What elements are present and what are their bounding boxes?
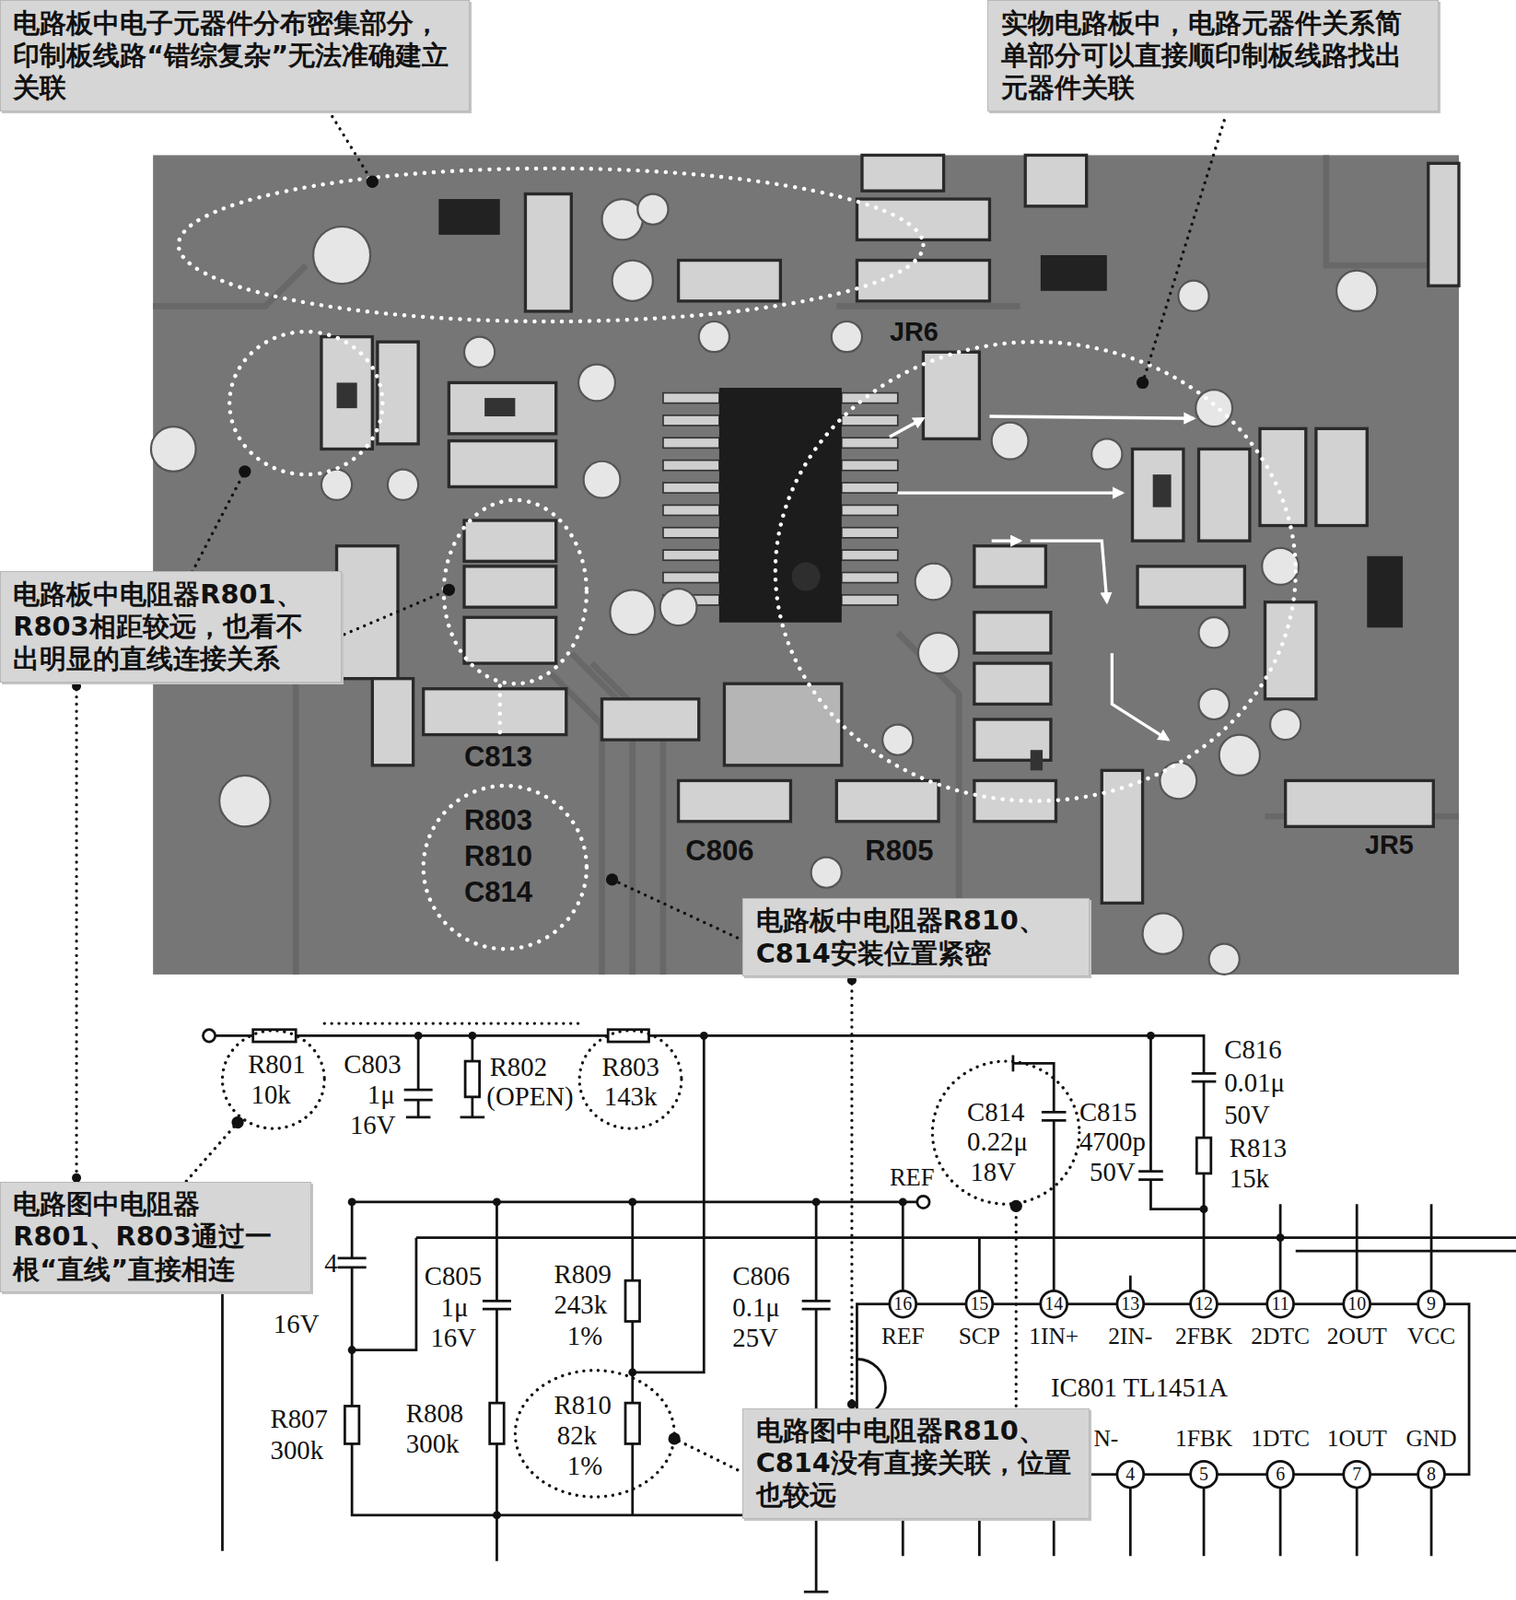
silkscreen-label: C813 bbox=[464, 742, 533, 771]
part-label: VCC bbox=[1407, 1324, 1456, 1348]
part-label: 2OUT bbox=[1327, 1324, 1388, 1348]
part-label: 0.01μ bbox=[1224, 1069, 1285, 1097]
part-label: C805 bbox=[424, 1262, 482, 1290]
silkscreen-label: JR6 bbox=[889, 318, 939, 346]
pin-number: 8 bbox=[1426, 1465, 1436, 1484]
pin-number: 13 bbox=[1120, 1294, 1140, 1314]
part-label: 0.1μ bbox=[732, 1294, 780, 1321]
dotted-connector bbox=[71, 681, 82, 1183]
part-label: 1IN+ bbox=[1028, 1324, 1079, 1348]
pin-number: 9 bbox=[1426, 1294, 1436, 1314]
pin-number: 12 bbox=[1194, 1294, 1213, 1314]
part-label: R810 bbox=[553, 1391, 611, 1419]
part-label: R803 bbox=[602, 1053, 660, 1081]
part-label: 82k bbox=[557, 1422, 597, 1449]
part-label: 50V bbox=[1089, 1158, 1136, 1186]
part-label: C806 bbox=[732, 1262, 790, 1290]
callout-box: 电路板中电子元器件分布密集部分，印制板线路“错综复杂”无法准确建立关联 bbox=[0, 0, 470, 112]
part-label: 143k bbox=[604, 1083, 658, 1110]
part-label: GND bbox=[1405, 1426, 1457, 1450]
part-label: 1DTC bbox=[1250, 1426, 1310, 1450]
part-label: 243k bbox=[553, 1291, 607, 1318]
callout-box: 实物电路板中，电路元器件关系简单部分可以直接顺印制板线路找出元器件关联 bbox=[987, 0, 1439, 112]
part-label: C814 bbox=[967, 1098, 1025, 1126]
callout-text: 电路图中电阻器R810、C814没有直接关联，位置也较远 bbox=[756, 1414, 1077, 1512]
part-label: (OPEN) bbox=[486, 1083, 573, 1110]
part-label: 50V bbox=[1224, 1101, 1271, 1129]
part-label: C803 bbox=[343, 1050, 401, 1078]
part-label: 1% bbox=[567, 1452, 603, 1480]
part-label: R801 bbox=[247, 1050, 305, 1078]
silkscreen-label: JR5 bbox=[1364, 831, 1414, 859]
part-label: 16V bbox=[349, 1111, 397, 1139]
part-label: C815 bbox=[1079, 1098, 1137, 1126]
callout-box: 电路图中电阻器R801、R803通过一根“直线”直接相连 bbox=[0, 1181, 312, 1294]
part-label: 18V bbox=[969, 1158, 1016, 1186]
callout-box: 电路板中电阻器R801、R803相距较远，也看不出明显的直线连接关系 bbox=[0, 571, 342, 683]
part-label: 16V bbox=[273, 1310, 320, 1338]
part-label: R808 bbox=[406, 1399, 464, 1427]
part-label: REF bbox=[889, 1165, 935, 1190]
part-label: 2IN- bbox=[1107, 1324, 1153, 1348]
pin-number: 10 bbox=[1347, 1294, 1366, 1314]
pin-number: 6 bbox=[1275, 1465, 1285, 1484]
part-label: R807 bbox=[270, 1405, 328, 1433]
part-label: R809 bbox=[553, 1260, 611, 1288]
part-label: R802 bbox=[489, 1053, 548, 1081]
part-label: 1OUT bbox=[1327, 1426, 1388, 1450]
dotted-connector bbox=[847, 975, 857, 1409]
callout-box: 电路图中电阻器R810、C814没有直接关联，位置也较远 bbox=[742, 1408, 1090, 1520]
part-label: 0.22μ bbox=[967, 1128, 1028, 1155]
part-label: 25V bbox=[732, 1324, 779, 1352]
leader-dots bbox=[231, 175, 1149, 1446]
pin-number: 4 bbox=[1125, 1465, 1135, 1484]
silkscreen-label: C814 bbox=[464, 877, 533, 907]
part-label: 2DTC bbox=[1250, 1324, 1310, 1348]
callout-box: 电路板中电阻器R810、C814安装位置紧密 bbox=[742, 897, 1090, 978]
part-label: 300k bbox=[406, 1430, 460, 1458]
pin-number: 7 bbox=[1352, 1465, 1362, 1484]
silkscreen-label: R803 bbox=[464, 805, 533, 835]
callout-text: 电路板中电阻器R801、R803相距较远，也看不出明显的直线连接关系 bbox=[12, 578, 329, 676]
part-label: 10k bbox=[250, 1081, 291, 1108]
part-label: 1% bbox=[567, 1322, 603, 1350]
part-label: N- bbox=[1093, 1426, 1119, 1450]
pin-number: 14 bbox=[1044, 1294, 1063, 1314]
part-label: SCP bbox=[958, 1324, 1001, 1348]
part-label: 1FBK bbox=[1175, 1426, 1233, 1450]
callout-text: 电路板中电阻器R810、C814安装位置紧密 bbox=[756, 904, 1077, 969]
part-label: 300k bbox=[270, 1436, 325, 1464]
part-label: 16V bbox=[430, 1324, 477, 1352]
part-label: 4700p bbox=[1079, 1128, 1146, 1155]
schematic bbox=[202, 1029, 1516, 1592]
part-label: 1μ bbox=[367, 1081, 396, 1108]
pin-number: 5 bbox=[1199, 1465, 1209, 1484]
part-label: 15k bbox=[1229, 1165, 1270, 1192]
part-label: REF bbox=[881, 1324, 925, 1348]
silkscreen-label: C806 bbox=[685, 836, 754, 865]
leader-lines bbox=[181, 110, 1225, 1480]
callout-text: 电路板中电子元器件分布密集部分，印制板线路“错综复杂”无法准确建立关联 bbox=[12, 7, 456, 105]
silkscreen-label: R810 bbox=[464, 841, 533, 871]
part-label: 2FBK bbox=[1175, 1324, 1233, 1348]
pin-number: 15 bbox=[969, 1294, 989, 1314]
callout-text: 实物电路板中，电路元器件关系简单部分可以直接顺印制板线路找出元器件关联 bbox=[1001, 7, 1426, 105]
pcb-photo bbox=[151, 154, 1459, 974]
part-label: 4 bbox=[324, 1249, 338, 1277]
part-label: C816 bbox=[1224, 1036, 1282, 1063]
pin-number: 11 bbox=[1271, 1294, 1290, 1314]
callout-text: 电路图中电阻器R801、R803通过一根“直线”直接相连 bbox=[12, 1188, 298, 1285]
silkscreen-label: R805 bbox=[864, 836, 933, 865]
part-label: IC801 TL1451A bbox=[1050, 1374, 1228, 1401]
pin-number: 16 bbox=[893, 1294, 912, 1314]
part-label: R813 bbox=[1229, 1134, 1287, 1162]
part-label: 1μ bbox=[441, 1294, 469, 1321]
